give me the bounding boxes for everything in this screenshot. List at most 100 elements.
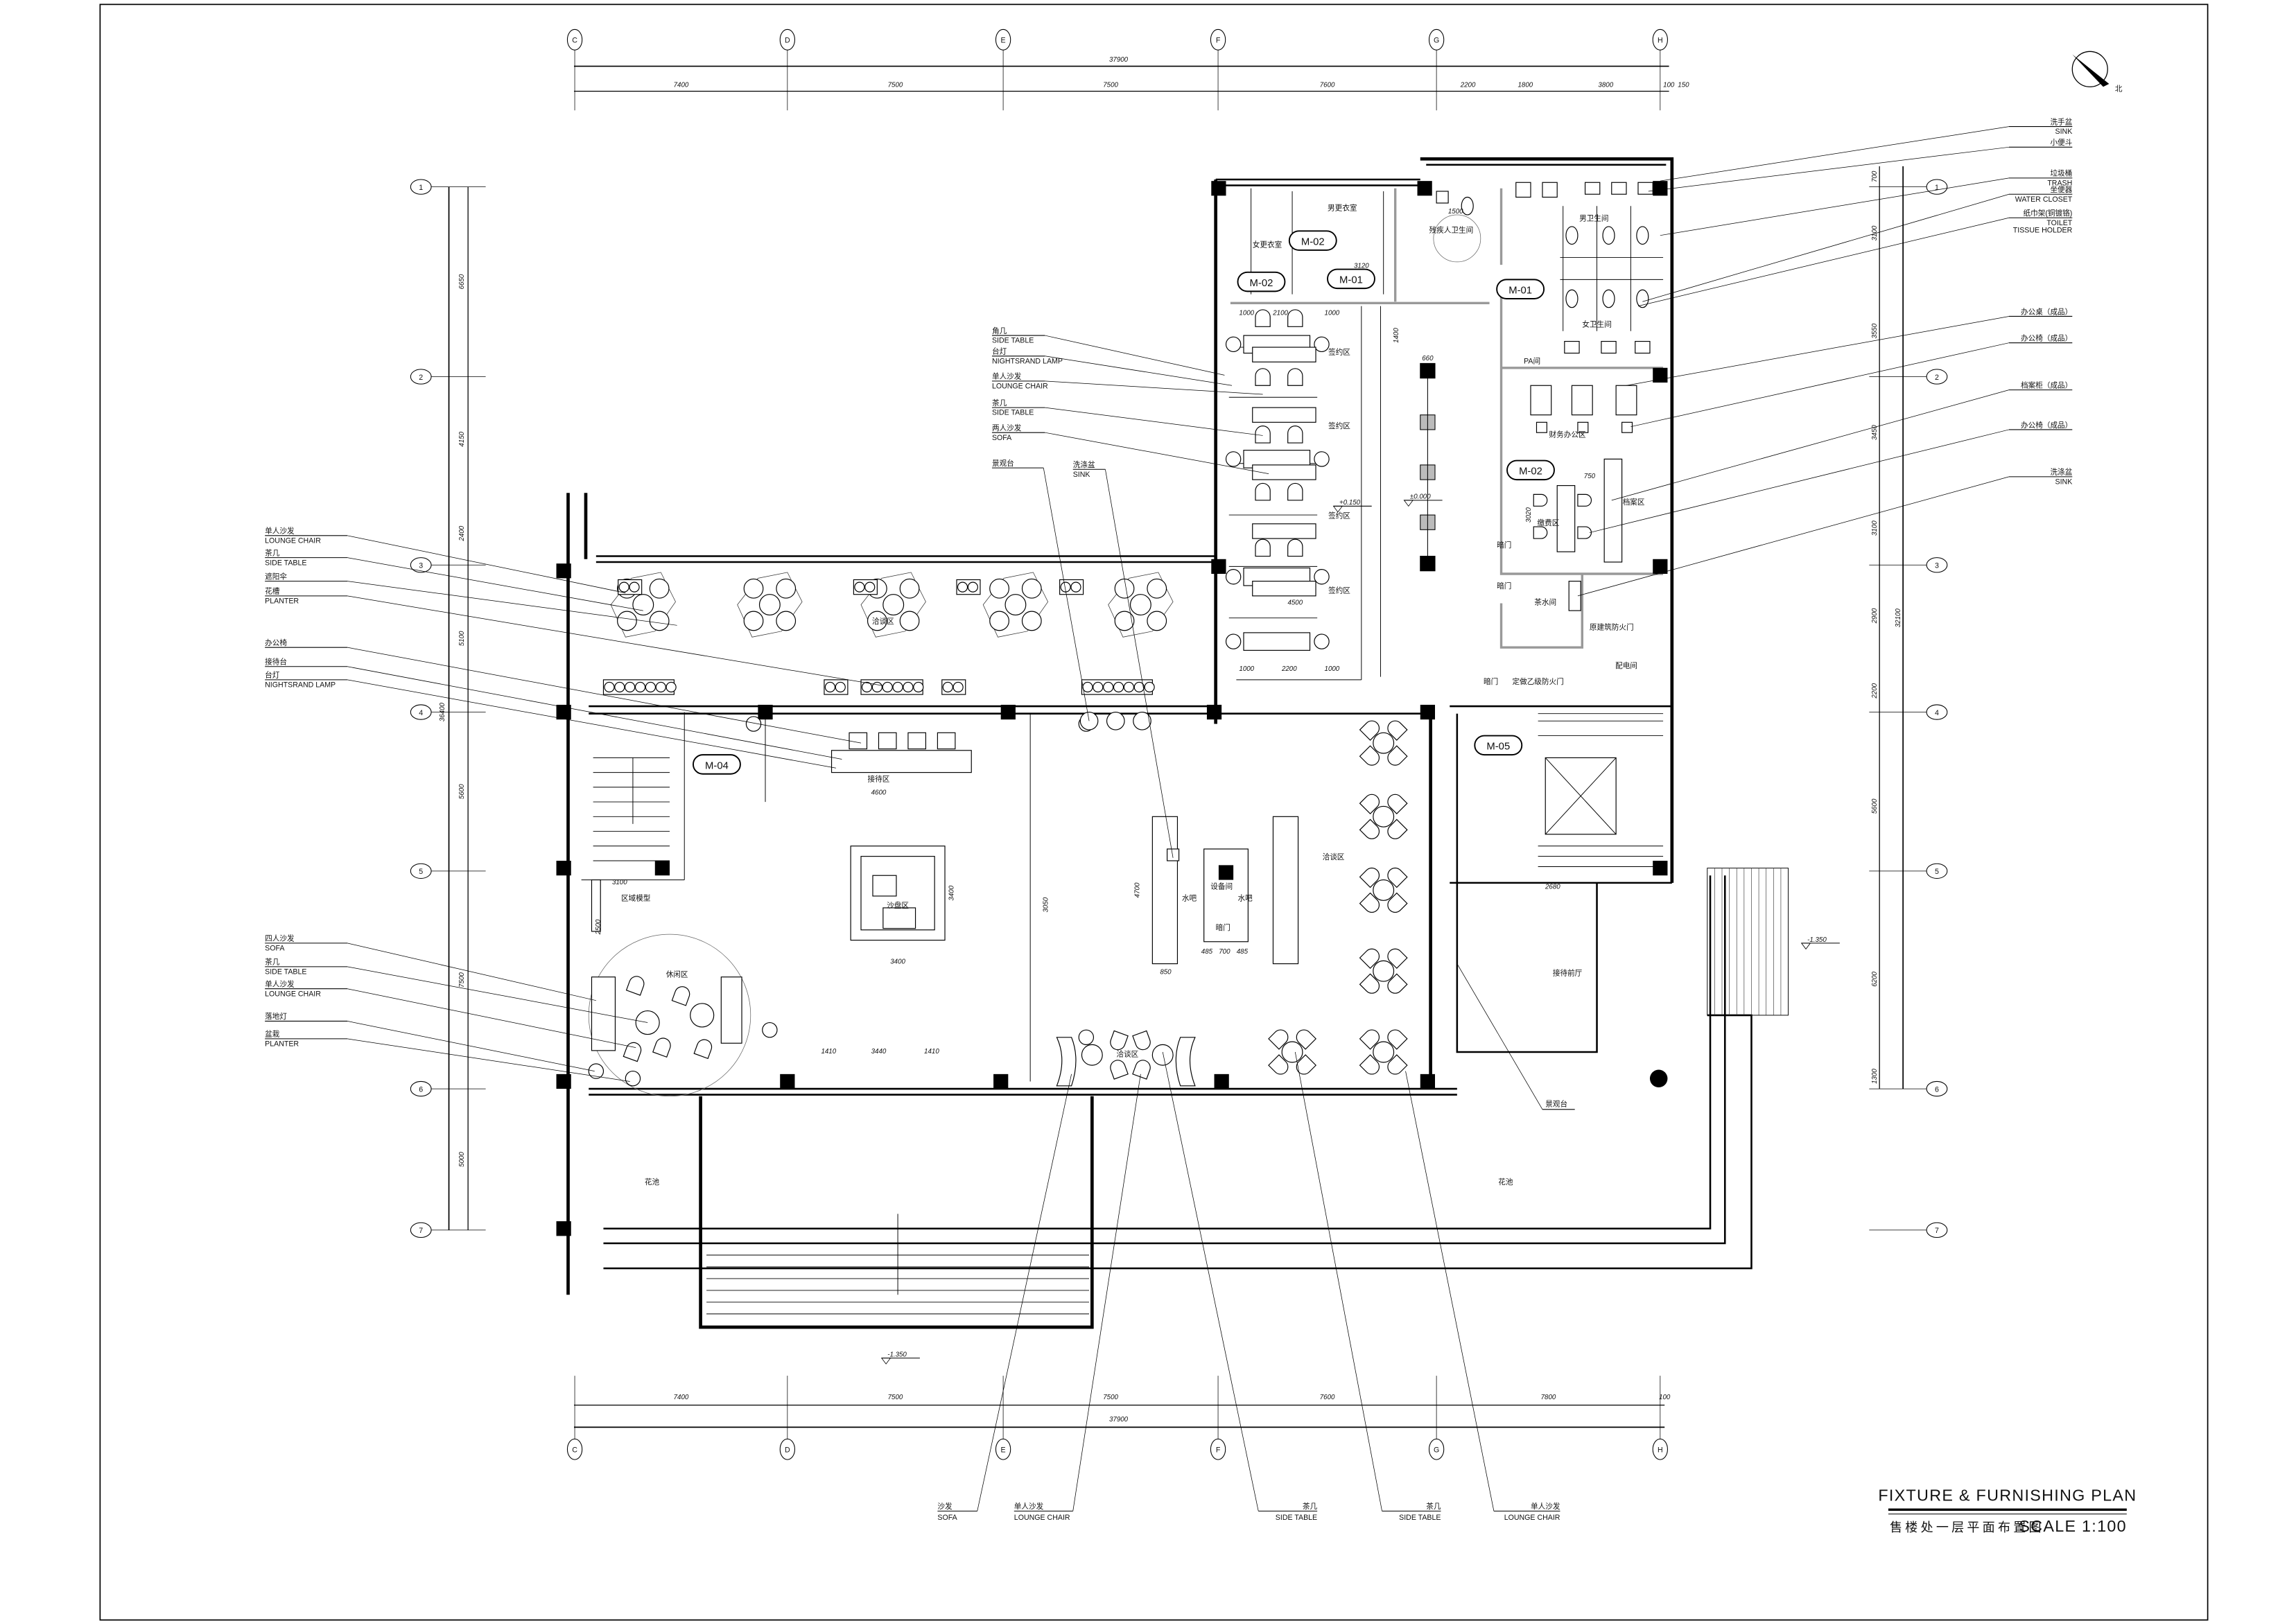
room-label: 签约区 [1328,511,1350,520]
dimension-value: 5600 [1871,798,1879,814]
model-block [872,875,897,897]
side-table-icon [1252,407,1316,423]
plant-icon [942,681,953,693]
callout-label-cn: 花槽 [265,587,280,596]
callout-label-en: LOUNGE CHAIR [265,536,321,545]
plan-dimension: 4500 [1287,599,1303,607]
room-label: 区域模型 [621,893,651,902]
north-label: 北 [2115,85,2123,94]
door-tag[interactable]: M-02 [1237,271,1286,292]
callout-label-cn: 单人沙发 [265,980,295,989]
callout-label-cn: 垃圾桶 [2050,169,2072,178]
planter-icon [1133,711,1151,730]
dimension-value: 2900 [1871,608,1879,624]
callout-label-cn: 洗涤盆 [1073,460,1095,469]
lounge-chair-icon [1387,1029,1408,1050]
callout-label-cn: 纸巾架(铜镀铬) [2024,209,2073,218]
dimension-value: 5600 [458,784,466,799]
door-tag-outline [1496,279,1545,299]
plan-dimension: 850 [1160,968,1172,976]
callout-label-cn: 单人沙发 [1014,1502,1044,1511]
plan-dimension: 3400 [890,958,905,966]
callout-label-en: PLANTER [265,597,299,605]
plant-icon [1070,581,1081,593]
callout-label-cn: 单人沙发 [1531,1502,1560,1511]
callout-label-cn: 落地灯 [265,1012,287,1021]
elevator-icon [1545,757,1617,835]
callout-label-en: LOUNGE CHAIR [265,990,321,998]
room-label: PA间 [1524,356,1540,365]
lounge-chair-icon [1255,426,1271,444]
room-label: 接待前厅 [1553,969,1583,978]
drawing-title-chinese: 售楼处一层平面布置图 [1890,1521,2044,1534]
callout-label-en: TISSUE HOLDER [2013,226,2073,234]
leader-line [1611,389,2010,501]
plan-dimension: 4600 [871,789,887,796]
column [993,1074,1009,1089]
leader-line [1660,177,2010,236]
plan-dimension: 2680 [1545,883,1560,891]
file-cabinet [1603,458,1623,563]
callout-label-cn: 小便斗 [2050,138,2072,147]
urinal-icon [1637,182,1653,195]
planter-icon [1078,1029,1095,1045]
callout-label-cn: 茶几 [265,958,280,967]
plan-dimension: 485 [1201,948,1213,956]
leader-line [1045,432,1269,474]
side-table-icon [632,594,654,616]
sofa-icon [720,976,742,1044]
dimension-value: 7600 [1320,81,1335,89]
plant-icon [913,681,924,693]
callout-label-cn: 茶几 [992,398,1007,408]
room-label: 接待区 [868,774,890,783]
door-tag[interactable]: M-01 [1327,268,1375,290]
lounge-chair-icon [625,976,645,996]
nightstand-lamp-icon [1314,336,1330,353]
grid-label: 2 [1935,374,1939,382]
level-marker: +0.150 [1339,499,1361,507]
leader-line [977,1074,1072,1512]
column [1206,704,1222,720]
sink-icon [1542,182,1558,198]
leader-line [347,679,836,769]
plan-dimension: 2100 [1272,309,1288,317]
north-arrow-icon [2071,51,2110,87]
door-tag[interactable]: M-01 [1496,279,1545,299]
dimension-value: 6200 [1871,971,1879,986]
leader-line [1105,469,1174,858]
plant-icon [645,681,656,693]
dimension-value: 2200 [1460,81,1476,89]
column [1417,181,1432,196]
room-label: 洽谈区 [1116,1049,1138,1058]
leader-line [347,1038,630,1082]
dimension-value: 1300 [1871,1069,1879,1084]
grid-label: 6 [419,1085,423,1094]
callout-label-cn: 洗涤盆 [2050,468,2072,477]
callout-label-en: SIDE TABLE [265,559,306,567]
side-table-icon [1373,732,1395,754]
lounge-chair-icon [1287,426,1303,444]
door-tag[interactable]: M-04 [693,754,741,775]
urinal-icon [1584,182,1601,195]
plant-icon [1144,681,1155,693]
dimension-value: 5000 [458,1152,466,1167]
room-label: 暗门 [1484,677,1498,686]
plant-icon [871,681,882,693]
room-label: 配电间 [1615,661,1637,670]
dimension-value: 4150 [458,431,466,446]
door-tag[interactable]: M-02 [1506,459,1555,481]
door-tag[interactable]: M-05 [1474,735,1523,756]
drawing-title: FIXTURE & FURNISHING PLAN [1878,1487,2137,1505]
callout-label-cn: 景观台 [992,459,1014,468]
door-tag-outline [1474,735,1523,756]
dimension-total: 37900 [1109,56,1129,64]
callout-label-en: TRASH [2047,179,2072,188]
planter-icon [625,1071,641,1087]
callout-label-cn: 盆栽 [265,1030,280,1039]
lounge-chair-icon [1147,611,1167,631]
lounge-chair-icon [1287,309,1303,327]
room-label: 休闲区 [666,970,688,979]
grid-label: G [1434,1446,1439,1454]
door-tag[interactable]: M-02 [1288,230,1337,251]
column [556,1074,571,1089]
